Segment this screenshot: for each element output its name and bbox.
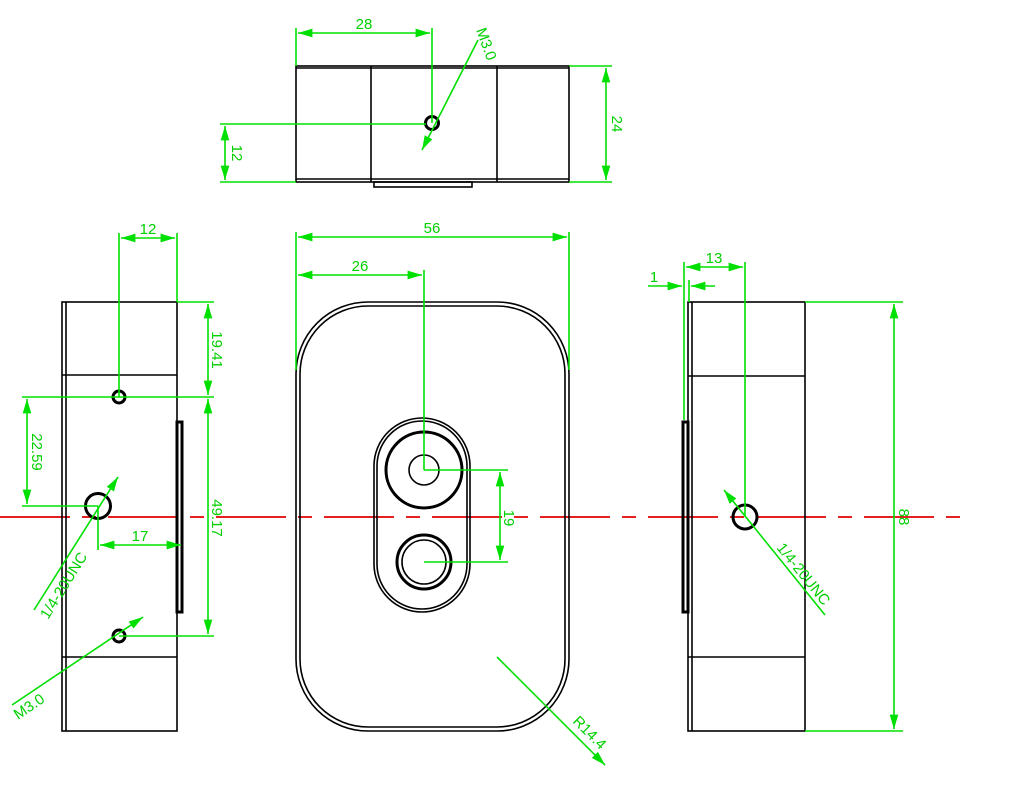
right-side-view: 13 1 88 1/4-20UNC (648, 250, 912, 732)
dim-left-top-hole: 12 (140, 221, 157, 238)
dim-right-height: 88 (895, 509, 912, 526)
dim-right-offset: 13 (706, 250, 723, 267)
label-left-m3: M3.0 (11, 691, 48, 724)
front-view: 56 26 19 R14.4 (295, 220, 609, 766)
dim-top-hole-height: 12 (228, 145, 245, 162)
dim-top-width: 28 (356, 16, 373, 33)
dim-front-center: 26 (352, 258, 369, 275)
label-radius: R14.4 (569, 713, 609, 753)
top-view: 28 M3.0 24 12 (220, 16, 625, 188)
label-left-mount: 1/4-20UNC (37, 549, 91, 622)
dim-front-width: 56 (424, 220, 441, 237)
dim-top-height: 24 (608, 116, 625, 133)
label-right-mount: 1/4-20UNC (773, 540, 834, 609)
left-side-view: 12 19.41 49.17 22.59 17 1/4-20UNC M3.0 (11, 221, 225, 732)
dim-front-spacing: 19 (500, 510, 517, 527)
dim-left-upper: 19.41 (208, 331, 225, 369)
dim-right-strip: 1 (650, 269, 658, 286)
dim-left-mount: 22.59 (28, 433, 45, 471)
dim-left-between: 49.17 (208, 499, 225, 537)
dim-left-depth: 17 (132, 528, 149, 545)
